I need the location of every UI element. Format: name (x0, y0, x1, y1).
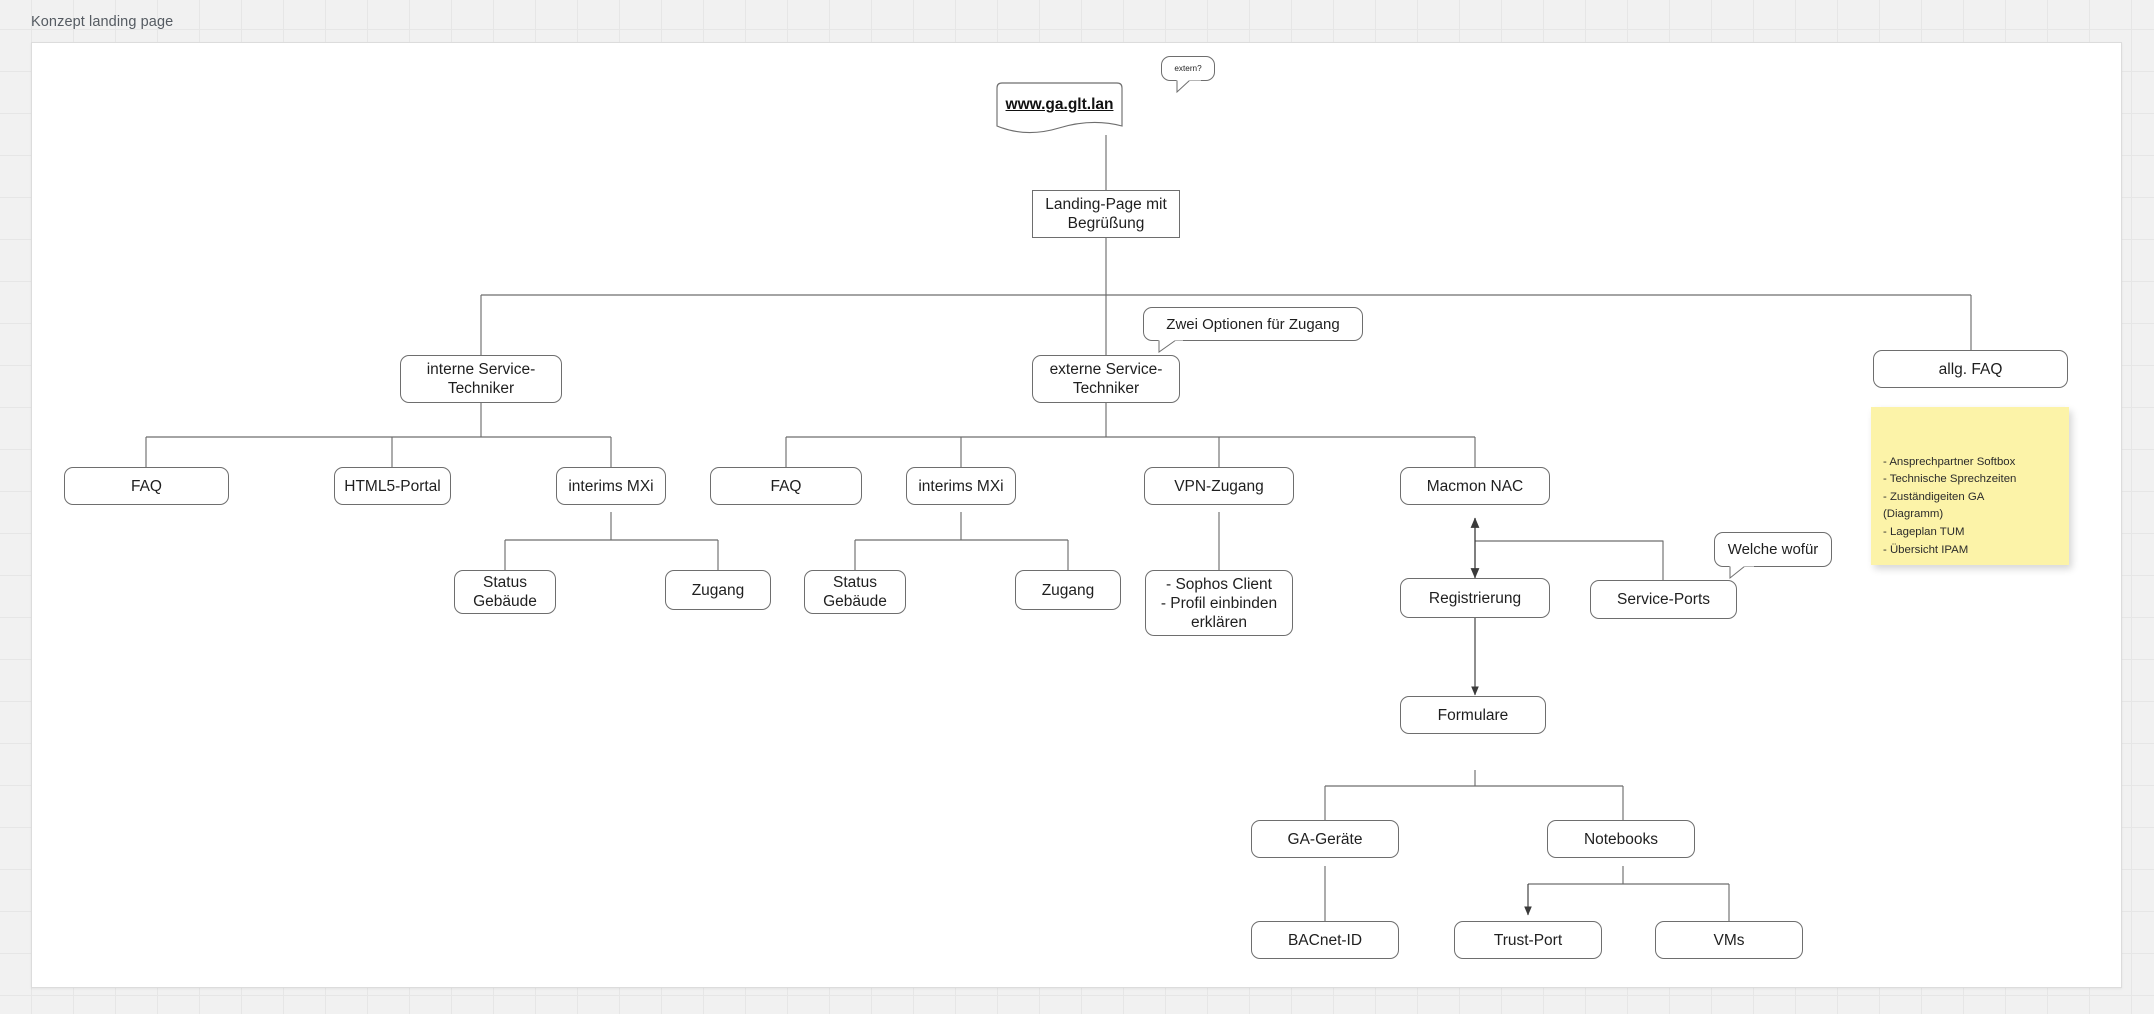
page-title: Konzept landing page (31, 14, 174, 30)
node-bacnet-id[interactable]: BACnet-ID (1251, 921, 1399, 959)
node-bacnet-id-label: BACnet-ID (1287, 931, 1363, 949)
node-interne-service-techniker[interactable]: interne Service- Techniker (400, 355, 562, 403)
node-interims-mxi-extern-label: interims MXi (918, 477, 1004, 495)
node-status-gebaeude-extern-label: Status Gebäude (823, 574, 887, 610)
node-faq-intern[interactable]: FAQ (64, 467, 229, 505)
callout-extern-label: extern? (1174, 64, 1202, 73)
node-status-gebaeude-intern-label: Status Gebäude (473, 574, 537, 610)
node-trust-port-label: Trust-Port (1493, 931, 1563, 949)
callout-welche-wofuer[interactable]: Welche wofür (1714, 532, 1832, 580)
callout-welche-wofuer-label: Welche wofür (1727, 541, 1819, 558)
node-trust-port[interactable]: Trust-Port (1454, 921, 1602, 959)
node-notebooks-label: Notebooks (1583, 830, 1659, 848)
node-interne-label: interne Service- Techniker (426, 361, 536, 397)
node-interims-mxi-extern[interactable]: interims MXi (906, 467, 1016, 505)
node-formulare[interactable]: Formulare (1400, 696, 1546, 734)
sticky-note-allg-faq[interactable]: - Ansprechpartner Softbox - Technische S… (1871, 407, 2069, 565)
node-allg-faq[interactable]: allg. FAQ (1873, 350, 2068, 388)
node-service-ports[interactable]: Service-Ports (1590, 580, 1737, 619)
node-html5-portal[interactable]: HTML5-Portal (334, 467, 451, 505)
node-faq-extern-label: FAQ (770, 477, 802, 495)
sticky-note-text: - Ansprechpartner Softbox - Technische S… (1883, 455, 2017, 565)
node-root-url-document[interactable]: www.ga.glt.lan (994, 82, 1125, 135)
node-interims-mxi-intern-label: interims MXi (568, 477, 654, 495)
node-registrierung[interactable]: Registrierung (1400, 578, 1550, 618)
node-zugang-extern[interactable]: Zugang (1015, 570, 1121, 610)
node-externe-label: externe Service- Techniker (1049, 361, 1163, 397)
node-landing-page[interactable]: Landing-Page mit Begrüßung (1032, 190, 1180, 238)
node-macmon-nac-label: Macmon NAC (1426, 477, 1524, 495)
callout-extern-question[interactable]: extern? (1161, 56, 1215, 94)
node-zugang-intern[interactable]: Zugang (665, 570, 771, 610)
node-ga-geraete-label: GA-Geräte (1287, 830, 1363, 848)
node-landing-page-label: Landing-Page mit Begrüßung (1045, 196, 1167, 232)
node-externe-service-techniker[interactable]: externe Service- Techniker (1032, 355, 1180, 403)
node-vpn-zugang-label: VPN-Zugang (1174, 477, 1264, 495)
node-zugang-intern-label: Zugang (691, 581, 745, 599)
node-status-gebaeude-intern[interactable]: Status Gebäude (454, 570, 556, 614)
node-faq-intern-label: FAQ (130, 477, 162, 495)
callout-tail-icon (1158, 338, 1183, 353)
node-interims-mxi-intern[interactable]: interims MXi (556, 467, 666, 505)
callout-tail-icon (1729, 564, 1754, 580)
node-formulare-label: Formulare (1437, 706, 1509, 724)
diagram-canvas[interactable] (31, 42, 2122, 988)
callout-zwei-optionen-label: Zwei Optionen für Zugang (1166, 315, 1340, 333)
node-status-gebaeude-extern[interactable]: Status Gebäude (804, 570, 906, 614)
node-vpn-details-label: - Sophos Client - Profil einbinden erklä… (1160, 575, 1278, 631)
node-vpn-details[interactable]: - Sophos Client - Profil einbinden erklä… (1145, 570, 1293, 636)
callout-tail-icon (1176, 78, 1201, 94)
node-notebooks[interactable]: Notebooks (1547, 820, 1695, 858)
node-vms[interactable]: VMs (1655, 921, 1803, 959)
node-macmon-nac[interactable]: Macmon NAC (1400, 467, 1550, 505)
node-vms-label: VMs (1713, 931, 1745, 949)
document-shape-icon (996, 82, 1123, 134)
root-url-label: www.ga.glt.lan (1005, 96, 1114, 113)
node-html5-portal-label: HTML5-Portal (344, 477, 441, 495)
node-ga-geraete[interactable]: GA-Geräte (1251, 820, 1399, 858)
node-faq-extern[interactable]: FAQ (710, 467, 862, 505)
node-vpn-zugang[interactable]: VPN-Zugang (1144, 467, 1294, 505)
node-allg-faq-label: allg. FAQ (1938, 360, 2003, 378)
node-zugang-extern-label: Zugang (1041, 581, 1095, 599)
node-service-ports-label: Service-Ports (1616, 591, 1711, 608)
callout-zwei-optionen[interactable]: Zwei Optionen für Zugang (1143, 307, 1363, 353)
node-registrierung-label: Registrierung (1428, 589, 1522, 607)
